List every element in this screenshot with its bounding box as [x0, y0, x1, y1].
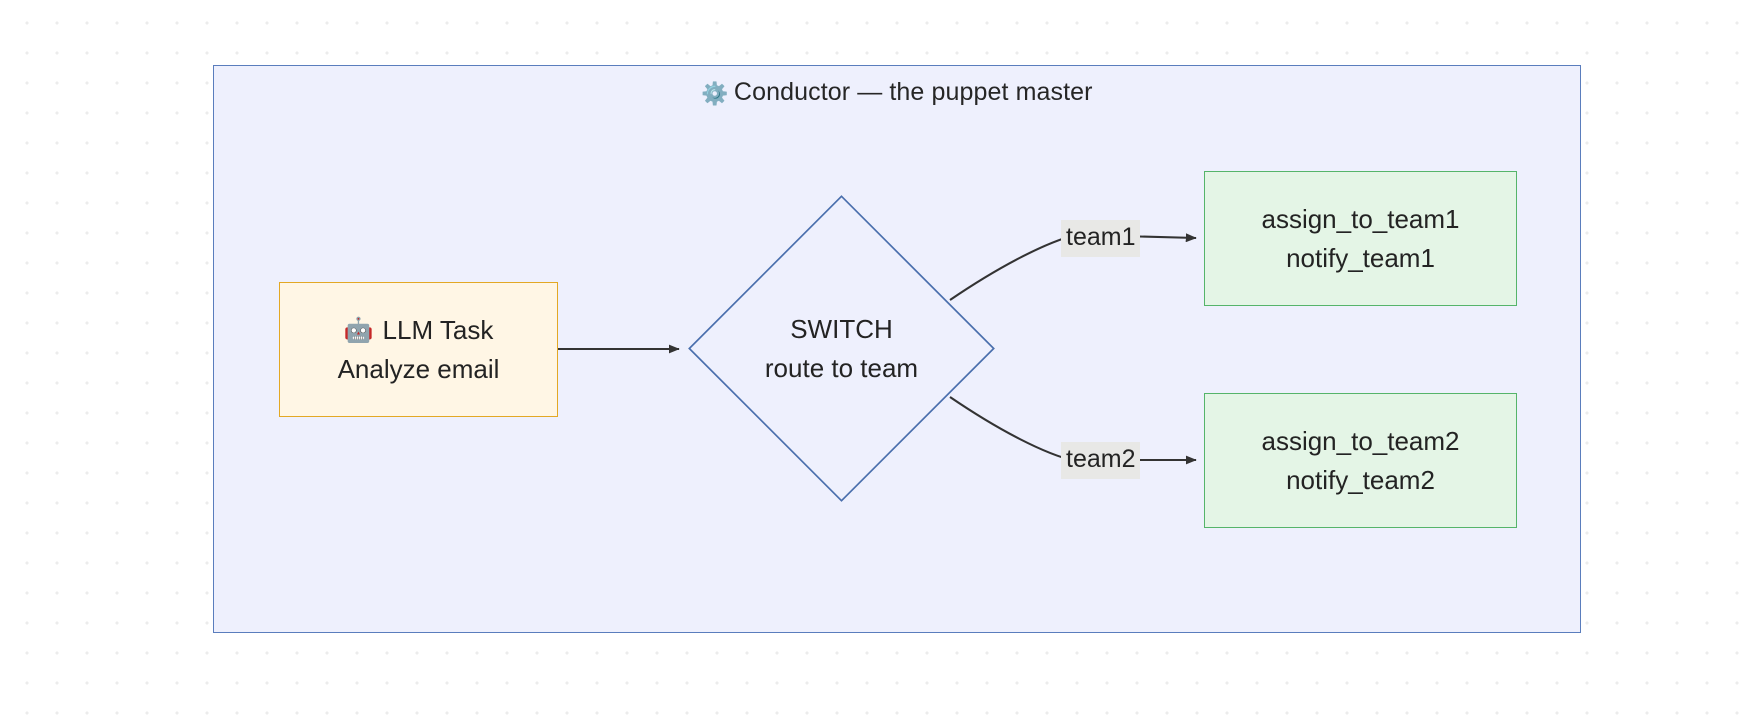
node-llm-task-title: LLM Task — [382, 315, 494, 346]
node-team1-actions-line1: assign_to_team1 — [1261, 204, 1460, 235]
edge-label-team2: team2 — [1061, 442, 1141, 479]
node-llm-task-line1: 🤖 LLM Task — [344, 311, 494, 349]
node-team2-actions-line1: assign_to_team2 — [1261, 426, 1460, 457]
robot-icon: 🤖 — [343, 316, 374, 344]
node-team2-actions[interactable]: assign_to_team2 notify_team2 — [1204, 393, 1517, 528]
node-team1-actions[interactable]: assign_to_team1 notify_team1 — [1204, 171, 1517, 306]
subgraph-title: ⚙️Conductor — the puppet master — [214, 78, 1580, 107]
subgraph-title-text: Conductor — the puppet master — [733, 78, 1093, 106]
node-switch[interactable]: SWITCH route to team — [688, 195, 995, 502]
node-llm-task-line2: Analyze email — [337, 353, 500, 384]
node-llm-task[interactable]: 🤖 LLM Task Analyze email — [279, 282, 558, 417]
node-team2-actions-line2: notify_team2 — [1286, 464, 1435, 495]
edge-label-team1: team1 — [1061, 220, 1141, 257]
node-team1-actions-line2: notify_team1 — [1286, 242, 1435, 273]
gear-icon: ⚙️ — [701, 81, 729, 106]
diamond-shape — [688, 195, 995, 502]
